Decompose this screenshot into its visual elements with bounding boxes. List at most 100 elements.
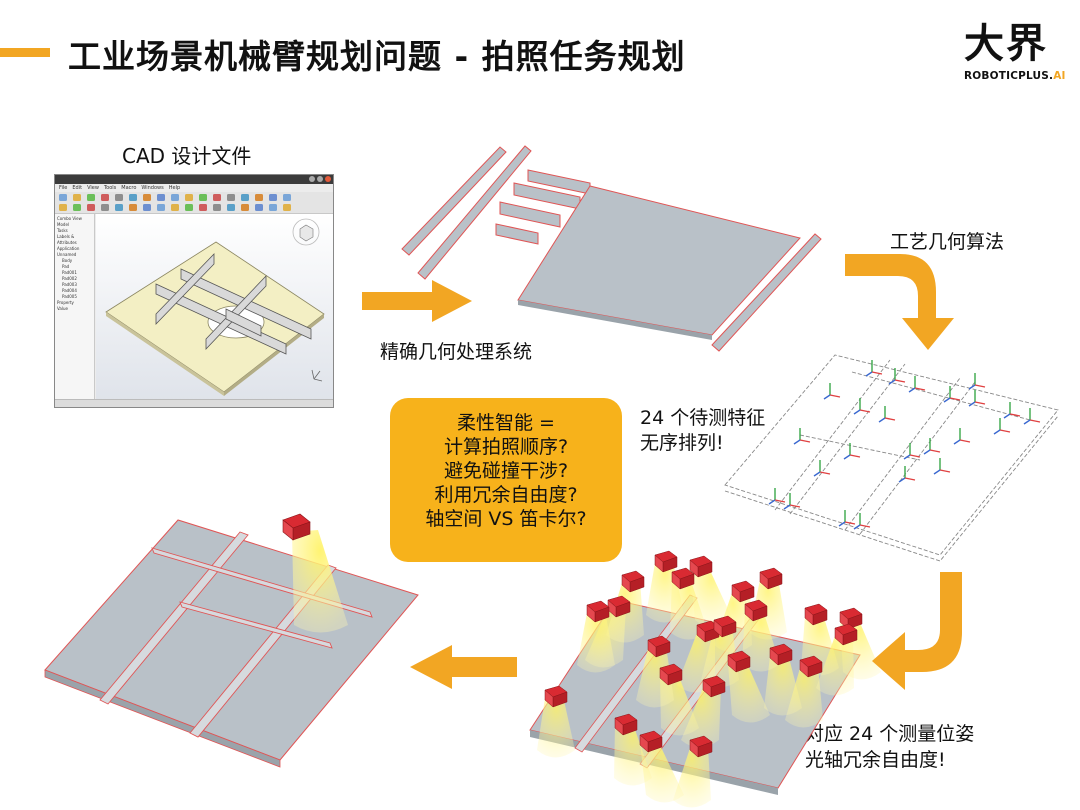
camera-icon	[689, 735, 713, 758]
cad-file-label: CAD 设计文件	[122, 144, 252, 168]
toolbar-tool-icon[interactable]	[157, 204, 165, 211]
toolbar-tool-icon[interactable]	[129, 204, 137, 211]
camera-icon	[702, 675, 726, 698]
wireframe-rib-2	[789, 363, 906, 515]
feature-marker-icon	[853, 398, 871, 415]
camera-icon	[614, 713, 638, 736]
maximize-icon	[317, 176, 323, 182]
feature-marker-icon	[923, 438, 941, 455]
toolbar-tool-icon[interactable]	[143, 194, 151, 201]
exploded-rib-3	[711, 233, 822, 352]
toolbar-tool-icon[interactable]	[227, 194, 235, 201]
feature-marker-icon	[838, 510, 856, 527]
cad-tree-item[interactable]: Value	[57, 306, 68, 311]
feature-marker-icon	[1023, 408, 1041, 425]
logo-english-main: ROBOTICPLUS.	[964, 70, 1054, 82]
toolbar-tool-icon[interactable]	[255, 204, 263, 211]
toolbar-tool-icon[interactable]	[199, 204, 207, 211]
toolbar-tool-icon[interactable]	[59, 204, 67, 211]
cad-tree-item[interactable]: Pad003	[62, 282, 77, 287]
toolbar-tool-icon[interactable]	[87, 204, 95, 211]
toolbar-tool-icon[interactable]	[171, 204, 179, 211]
toolbar-tool-icon[interactable]	[157, 194, 165, 201]
toolbar-tool-icon[interactable]	[199, 194, 207, 201]
feature-marker-icon	[813, 460, 831, 477]
cad-menu-item[interactable]: Edit	[72, 185, 83, 191]
toolbar-tool-icon[interactable]	[283, 194, 291, 201]
toolbar-tool-icon[interactable]	[185, 194, 193, 201]
toolbar-tool-icon[interactable]	[241, 204, 249, 211]
cad-tree-item[interactable]: Pad	[62, 264, 70, 269]
toolbar-tool-icon[interactable]	[269, 204, 277, 211]
cad-statusbar	[55, 399, 333, 407]
callout-line: 柔性智能 =	[457, 412, 555, 434]
cad-tree-item[interactable]: Model	[57, 222, 70, 227]
wireframe-plate	[724, 354, 1059, 556]
toolbar-tool-icon[interactable]	[241, 194, 249, 201]
cad-tree-item[interactable]: Tasks	[57, 228, 68, 233]
toolbar-tool-icon[interactable]	[213, 194, 221, 201]
cad-rib-short-1	[155, 253, 215, 325]
toolbar-tool-icon[interactable]	[269, 194, 277, 201]
toolbar-tool-icon[interactable]	[213, 204, 221, 211]
toolbar-tool-icon[interactable]	[255, 194, 263, 201]
feature-marker-icon	[878, 406, 896, 423]
toolbar-tool-icon[interactable]	[73, 204, 81, 211]
exploded-base-plate-edge	[518, 300, 712, 340]
toolbar-tool-icon[interactable]	[283, 204, 291, 211]
feature-marker-icon	[823, 383, 841, 400]
camera-icon	[744, 599, 768, 622]
axis-gizmo-icon	[311, 369, 323, 382]
toolbar-tool-icon[interactable]	[87, 194, 95, 201]
cad-menu-item[interactable]: Help	[168, 185, 181, 191]
toolbar-tool-icon[interactable]	[101, 204, 109, 211]
light-cone	[670, 578, 708, 640]
camera-icon	[654, 550, 678, 573]
toolbar-tool-icon[interactable]	[115, 194, 123, 201]
cad-tree-item[interactable]: Combo View	[57, 216, 82, 221]
cad-plate-edge-right	[224, 314, 324, 396]
toolbar-tool-icon[interactable]	[143, 204, 151, 211]
toolbar-tool-icon[interactable]	[227, 204, 235, 211]
page-title: 工业场景机械臂规划问题 - 拍照任务规划	[68, 37, 686, 76]
cad-tree-item[interactable]: Pad002	[62, 276, 77, 281]
camera-icon	[647, 635, 671, 658]
features-label-line1: 24 个待测特征	[640, 407, 766, 429]
cad-menu-item[interactable]: Tools	[103, 185, 117, 191]
cad-tree-item[interactable]: Labels & Attributes	[57, 234, 77, 245]
arrow-right-icon	[362, 280, 472, 322]
cad-model-drawing	[105, 218, 325, 396]
cad-tree-item[interactable]: Application	[57, 246, 80, 251]
poses-label-line1: 对应 24 个测量位姿	[805, 723, 975, 745]
light-cone	[673, 746, 711, 808]
feature-marker-icon	[898, 466, 916, 483]
arrow-left-icon	[410, 645, 517, 689]
toolbar-tool-icon[interactable]	[129, 194, 137, 201]
cad-tree-item[interactable]: Unnamed	[57, 252, 77, 257]
cad-tree-item[interactable]: Body	[62, 258, 73, 263]
close-icon	[325, 176, 331, 182]
cad-tree-item[interactable]: Property	[57, 300, 74, 305]
cad-tree-item[interactable]: Pad004	[62, 288, 77, 293]
callout-text: 柔性智能 =计算拍照顺序?避免碰撞干涉?利用冗余自由度?轴空间 VS 笛卡尔?	[390, 411, 622, 531]
toolbar-tool-icon[interactable]	[73, 194, 81, 201]
toolbar-tool-icon[interactable]	[115, 204, 123, 211]
toolbar-tool-icon[interactable]	[171, 194, 179, 201]
cad-menu-item[interactable]: Macro	[121, 185, 137, 191]
cad-menu-item[interactable]: Windows	[141, 185, 164, 191]
light-cone	[728, 661, 770, 723]
toolbar-tool-icon[interactable]	[185, 204, 193, 211]
feature-marker-icon	[853, 513, 871, 530]
final-rib-1	[99, 531, 249, 705]
toolbar-tool-icon[interactable]	[101, 194, 109, 201]
exploded-rib-2	[417, 145, 532, 280]
light-cone	[681, 686, 721, 748]
callout-box: 柔性智能 =计算拍照顺序?避免碰撞干涉?利用冗余自由度?轴空间 VS 笛卡尔?	[390, 398, 622, 562]
cad-menu-item[interactable]: View	[87, 185, 99, 191]
cad-tree-item[interactable]: Pad001	[62, 270, 77, 275]
cad-tree-item[interactable]: Pad005	[62, 294, 77, 299]
camera-poses-model	[529, 550, 881, 808]
toolbar-tool-icon[interactable]	[59, 194, 67, 201]
cad-menu-item[interactable]: File	[59, 185, 68, 191]
